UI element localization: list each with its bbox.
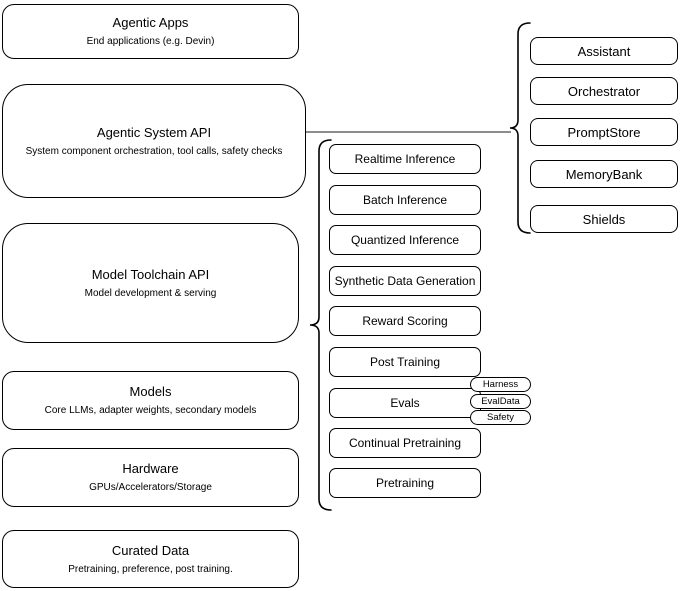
node-title: Curated Data [111, 542, 190, 558]
node-title: Hardware [122, 461, 179, 476]
node-subtitle: Pretraining, preference, post training. [68, 563, 233, 575]
toolchain-group-brace [309, 139, 332, 511]
tag-harness: Harness [470, 377, 531, 392]
node-shields: Shields [530, 205, 678, 233]
node-subtitle: Core LLMs, adapter weights, secondary mo… [44, 405, 257, 416]
node-assistant: Assistant [530, 37, 678, 65]
node-reward-scoring: Reward Scoring [329, 306, 481, 336]
node-promptstore: PromptStore [530, 118, 678, 146]
node-evals: Evals [329, 388, 481, 418]
node-pretraining: Pretraining [329, 468, 481, 498]
node-post-training: Post Training [329, 347, 481, 377]
node-title: Agentic System API [96, 124, 212, 140]
node-agentic-apps: Agentic Apps End applications (e.g. Devi… [2, 4, 299, 59]
node-batch-inference: Batch Inference [329, 185, 481, 215]
node-quantized-inference: Quantized Inference [329, 225, 481, 255]
tag-safety: Safety [470, 410, 531, 425]
tag-evaldata: EvalData [470, 394, 531, 409]
node-subtitle: GPUs/Accelerators/Storage [89, 482, 212, 493]
node-models: Models Core LLMs, adapter weights, secon… [2, 371, 299, 430]
node-model-toolchain-api: Model Toolchain API Model development & … [2, 223, 299, 343]
components-group-brace [509, 22, 531, 234]
node-hardware: Hardware GPUs/Accelerators/Storage [2, 448, 299, 507]
node-synthetic-data-generation: Synthetic Data Generation [329, 266, 481, 296]
node-curated-data: Curated Data Pretraining, preference, po… [2, 530, 299, 588]
node-subtitle: End applications (e.g. Devin) [86, 36, 215, 47]
node-title: Model Toolchain API [91, 266, 210, 282]
node-agentic-system-api: Agentic System API System component orch… [2, 84, 306, 198]
node-subtitle: System component orchestration, tool cal… [25, 145, 283, 157]
node-realtime-inference: Realtime Inference [329, 144, 481, 174]
node-subtitle: Model development & serving [84, 287, 217, 299]
node-title: Models [129, 384, 172, 399]
node-orchestrator: Orchestrator [530, 77, 678, 105]
node-memorybank: MemoryBank [530, 160, 678, 188]
node-title: Agentic Apps [112, 15, 189, 30]
node-continual-pretraining: Continual Pretraining [329, 428, 481, 458]
